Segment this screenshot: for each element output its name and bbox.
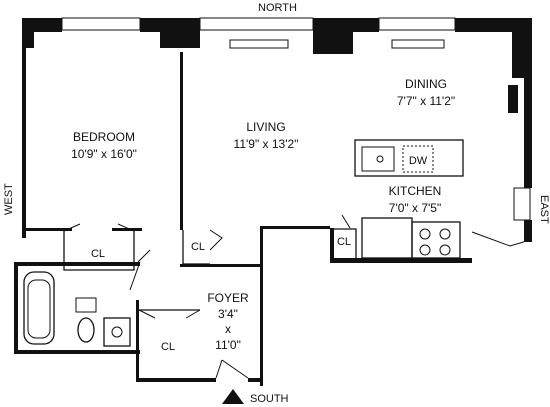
walls [14,18,532,386]
living-size: 11'9" x 13'2" [234,137,299,151]
windows [61,17,531,221]
kitchen-closet-label: CL [337,236,351,248]
south-label: SOUTH [250,393,289,405]
east-label: EAST [538,195,550,224]
kitchen-name: KITCHEN [389,184,442,198]
dining-name: DINING [405,77,447,91]
bedroom-closet-label: CL [91,248,105,260]
triangle-marker-icon [222,389,244,404]
kitchen-size: 7'0" x 7'5" [389,201,441,215]
dining-size: 7'7" x 11'2" [397,94,455,108]
foyer-size-length: 11'0" [215,338,241,352]
west-label: WEST [3,183,15,215]
foyer-size-width: 3'4" [218,307,238,321]
living-name: LIVING [246,120,285,134]
foyer-name: FOYER [207,291,249,305]
living-closet-label: CL [191,241,205,253]
bedroom-name: BEDROOM [73,130,135,144]
foyer-size-x: x [225,322,231,336]
dishwasher-label: DW [409,155,428,167]
interior-lines [23,139,531,379]
foyer-closet-label: CL [161,341,175,353]
north-label: NORTH [258,2,297,14]
bedroom-size: 10'9" x 16'0" [71,147,137,161]
